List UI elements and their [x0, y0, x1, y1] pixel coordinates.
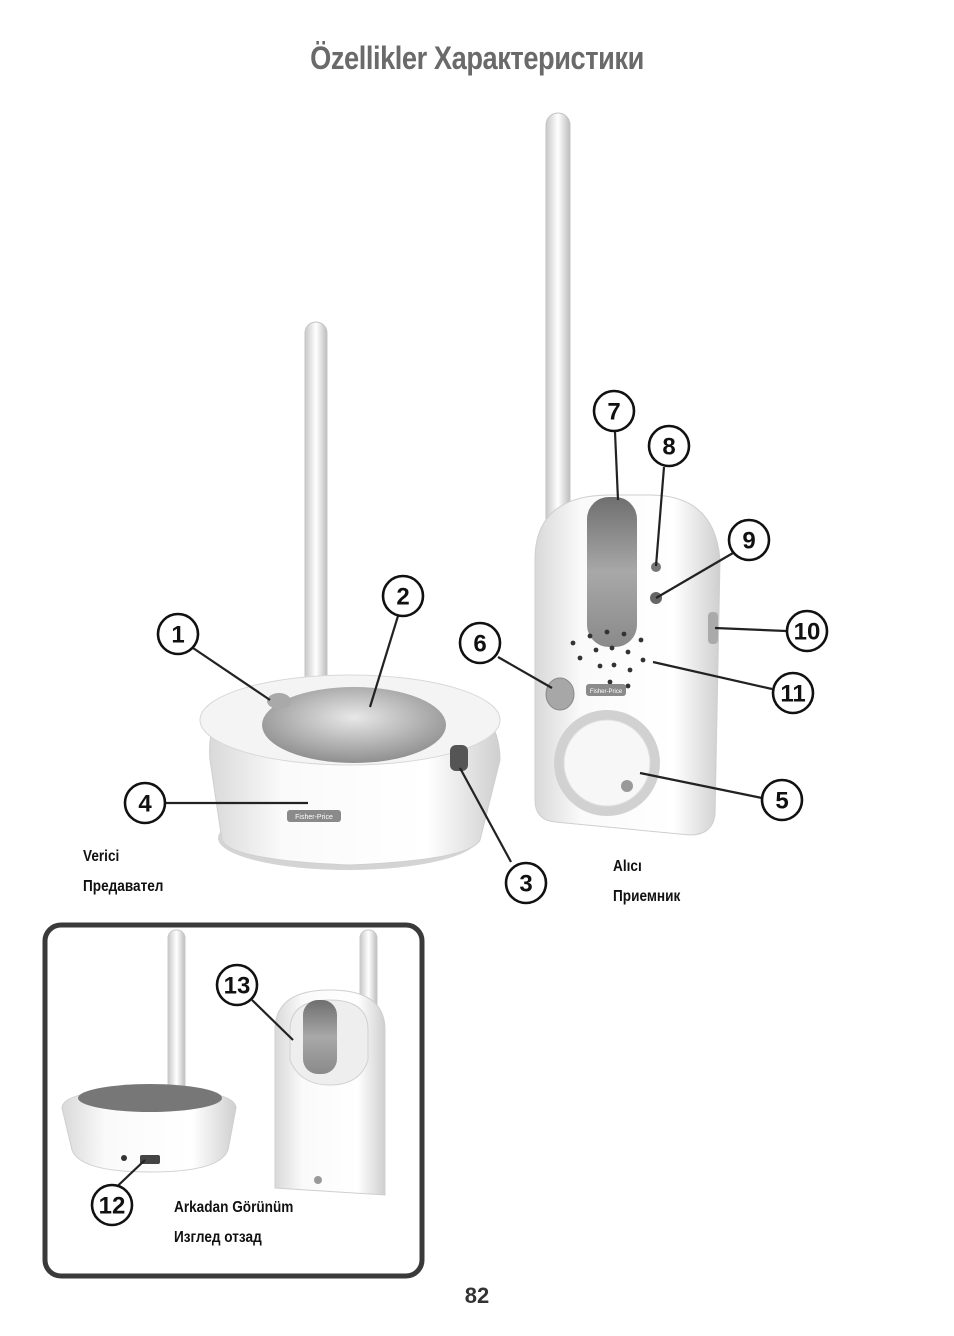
svg-text:10: 10 [794, 619, 821, 646]
back-view-caption: Arkadan Görünüm Изглед отзад [174, 1193, 293, 1253]
receiver-power-led [651, 562, 661, 572]
callout-9: 9 [727, 518, 771, 562]
callout-13: 13 [215, 963, 259, 1007]
receiver-unit: Fisher-Price [534, 112, 721, 836]
callout-12: 12 [90, 1183, 134, 1227]
svg-text:9: 9 [742, 528, 755, 555]
callout-10: 10 [785, 609, 829, 653]
receiver-power-button [545, 677, 575, 711]
svg-text:7: 7 [607, 399, 620, 426]
transmitter-light-dome [262, 687, 446, 763]
back-view-label-bg: Изглед отзад [174, 1229, 262, 1246]
receiver-label-tr: Alıcı [613, 858, 642, 875]
transmitter-power-jack [140, 1155, 160, 1164]
receiver-volume-dial [563, 719, 651, 807]
back-view-inset: 12 13 [42, 922, 425, 1279]
callout-4: 4 [123, 781, 167, 825]
callout-1: 1 [156, 612, 200, 656]
svg-text:1: 1 [171, 622, 184, 649]
receiver-light-bar [587, 497, 637, 647]
transmitter-power-button [267, 693, 291, 709]
transmitter-label-tr: Verici [83, 848, 120, 865]
transmitter-antenna [304, 321, 328, 718]
callout-8: 8 [647, 424, 691, 468]
svg-text:3: 3 [519, 871, 532, 898]
receiver-side-switch [708, 612, 718, 644]
svg-text:12: 12 [99, 1193, 126, 1220]
transmitter-channel-switch [450, 745, 468, 771]
svg-text:8: 8 [662, 434, 675, 461]
callout-3: 3 [504, 861, 548, 905]
page-number: 82 [464, 1283, 490, 1308]
svg-text:4: 4 [138, 791, 152, 818]
svg-text:11: 11 [780, 681, 805, 708]
callout-5: 5 [760, 778, 804, 822]
receiver-speaker-grille [570, 629, 646, 689]
callout-11: 11 [771, 671, 815, 715]
transmitter-label-bg: Предавател [83, 878, 164, 895]
callout-2: 2 [381, 574, 425, 618]
svg-text:5: 5 [775, 788, 788, 815]
svg-text:Fisher-Price: Fisher-Price [295, 814, 333, 821]
receiver-belt-clip [303, 1000, 337, 1074]
page-title: Özellikler Характеристики [310, 40, 644, 76]
receiver-logo [586, 684, 626, 696]
receiver-antenna [545, 112, 571, 534]
svg-text:13: 13 [224, 973, 251, 1000]
svg-text:2: 2 [396, 584, 409, 611]
back-view-label-tr: Arkadan Görünüm [174, 1199, 294, 1216]
callout-7: 7 [592, 389, 636, 433]
transmitter-unit: Fisher-Price [199, 321, 501, 870]
transmitter-logo [287, 810, 341, 822]
receiver-label-bg: Приемник [613, 888, 681, 905]
svg-text:Fisher-Price: Fisher-Price [590, 689, 623, 695]
leader-lines [166, 431, 787, 863]
transmitter-caption: Verici Предавател [83, 842, 163, 902]
callout-6: 6 [458, 621, 502, 665]
svg-text:6: 6 [473, 631, 486, 658]
receiver-caption: Alıcı Приемник [613, 852, 680, 912]
